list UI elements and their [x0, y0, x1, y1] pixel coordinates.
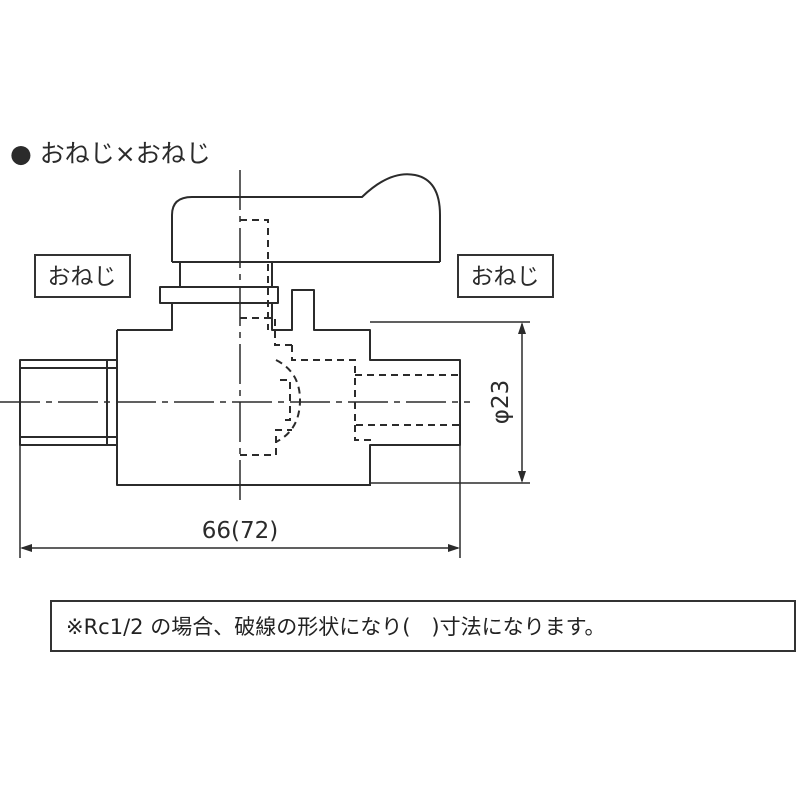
rc-half-dashed-shape: [240, 219, 461, 486]
title-text: ● おねじ×おねじ: [10, 139, 211, 168]
center-lines: [0, 170, 470, 505]
left-thread-label: おねじ: [34, 254, 131, 298]
svg-text:おねじ: おねじ: [471, 264, 540, 290]
diameter-dimension-text: φ23: [488, 380, 514, 424]
note-text: ※Rc1/2 の場合、破線の形状になり( )寸法になります。: [66, 615, 606, 639]
stem-nut: [179, 261, 273, 288]
diameter-dimension: [370, 321, 530, 484]
lever-handle: [171, 173, 441, 262]
length-dimension-text: 66(72): [202, 518, 278, 544]
left-body: [116, 303, 240, 486]
right-thread-label: おねじ: [457, 254, 554, 298]
length-dimension: [19, 445, 461, 558]
right-body: [240, 289, 461, 486]
note-box: ※Rc1/2 の場合、破線の形状になり( )寸法になります。: [50, 600, 796, 652]
svg-text:おねじ: おねじ: [48, 264, 117, 290]
stem-collar: [159, 286, 279, 304]
